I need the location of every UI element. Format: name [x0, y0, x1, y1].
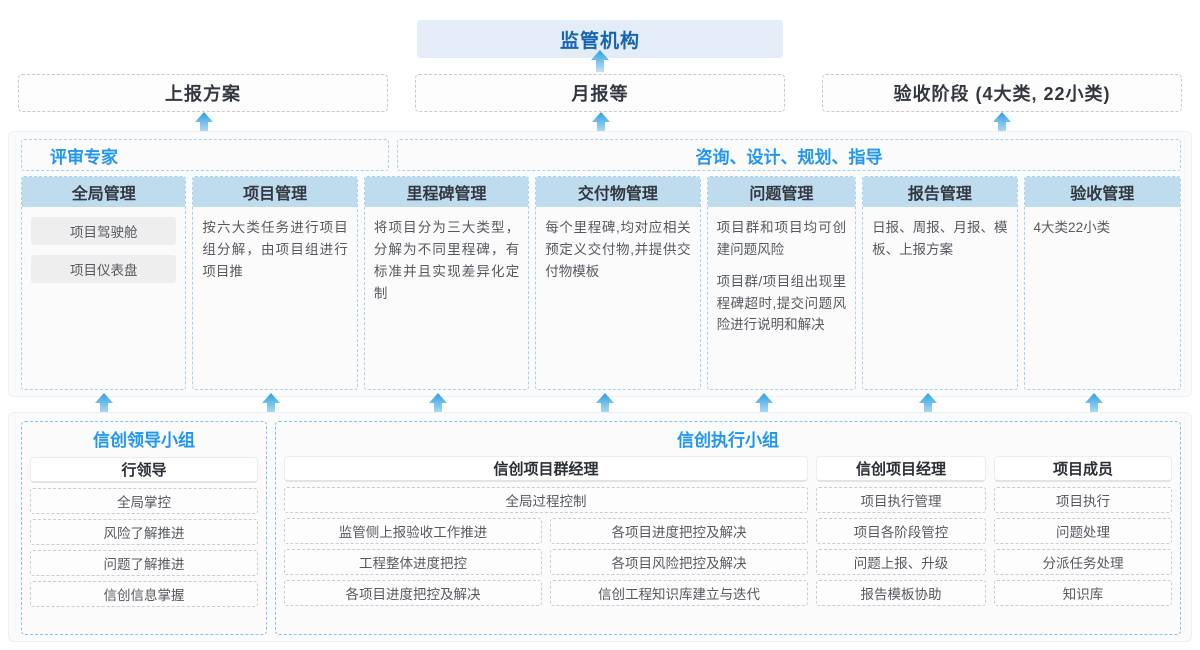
card-body: 项目驾驶舱 项目仪表盘	[22, 207, 185, 389]
list-item[interactable]: 项目执行管理	[815, 487, 987, 513]
card-body: 项目群和项目均可创建问题风险 项目群/项目组出现里程碑超时,提交问题风险进行说明…	[708, 207, 855, 389]
card-paragraph: 每个里程碑,均对应相关预定义交付物,并提供交付物模板	[545, 220, 691, 279]
card-paragraph: 将项目分为三大类型，分解为不同里程碑，有标准并且实现差异化定制	[373, 220, 520, 301]
capability-cards-row: 全局管理 项目驾驶舱 项目仪表盘 项目管理 按六大类任务进行项目组分解，由项目组…	[21, 176, 1181, 390]
card-acceptance-management[interactable]: 验收管理 4大类22小类	[1023, 176, 1181, 390]
column-header[interactable]: 项目成员	[994, 456, 1172, 482]
role-strip-consulting[interactable]: 咨询、设计、规划、指导	[397, 139, 1181, 171]
list-item[interactable]: 风险了解推进	[30, 519, 258, 545]
leader-columns: 行领导 全局掌控 风险了解推进 问题了解推进 信创信息掌握	[30, 457, 258, 607]
list-item[interactable]: 工程整体进度把控	[284, 549, 542, 575]
exec-columns: 信创项目群经理 全局过程控制 监管侧上报验收工作推进 工程整体进度把控 各项目进…	[284, 456, 1172, 606]
program-manager-grid: 监管侧上报验收工作推进 工程整体进度把控 各项目进度把控及解决 各项目进度把控及…	[284, 518, 808, 606]
report-row: 上报方案 月报等 验收阶段 (4大类, 22小类)	[0, 74, 1200, 112]
arrow-up-icon-card-6	[919, 393, 937, 415]
card-project-management[interactable]: 项目管理 按六大类任务进行项目组分解，由项目组进行项目推	[192, 176, 358, 390]
card-paragraph: 项目群/项目组出现里程碑超时,提交问题风险进行说明和解决	[716, 273, 847, 333]
program-manager-right-column: 各项目进度把控及解决 各项目风险把控及解决 信创工程知识库建立与迭代	[550, 518, 808, 606]
list-item[interactable]: 全局过程控制	[284, 487, 808, 513]
middle-panel: 评审专家 咨询、设计、规划、指导 全局管理 项目驾驶舱 项目仪表盘 项目管理 按…	[8, 131, 1192, 397]
list-item[interactable]: 问题了解推进	[30, 550, 258, 576]
card-report-management[interactable]: 报告管理 日报、周报、月报、模板、上报方案	[862, 176, 1018, 390]
card-paragraph: 4大类22小类	[1033, 220, 1111, 235]
card-header: 全局管理	[22, 177, 186, 207]
card-deliverable-management[interactable]: 交付物管理 每个里程碑,均对应相关预定义交付物,并提供交付物模板	[535, 176, 701, 390]
list-item[interactable]: 信创工程知识库建立与迭代	[550, 580, 808, 606]
arrow-up-icon-to-acceptance	[993, 112, 1011, 134]
list-item[interactable]: 报告模板协助	[815, 580, 987, 606]
leader-column: 行领导 全局掌控 风险了解推进 问题了解推进 信创信息掌握	[30, 457, 258, 607]
list-item[interactable]: 全局掌控	[30, 488, 258, 514]
list-item[interactable]: 分派任务处理	[994, 549, 1172, 575]
program-manager-block: 信创项目群经理 全局过程控制 监管侧上报验收工作推进 工程整体进度把控 各项目进…	[284, 456, 808, 606]
card-header: 里程碑管理	[364, 177, 529, 207]
column-header[interactable]: 行领导	[30, 457, 258, 483]
card-global-management[interactable]: 全局管理 项目驾驶舱 项目仪表盘	[21, 176, 187, 390]
list-item[interactable]: 问题处理	[994, 518, 1172, 544]
arrow-up-icon-card-1	[95, 393, 113, 415]
card-header: 验收管理	[1024, 177, 1180, 207]
column-header[interactable]: 信创项目群经理	[284, 456, 808, 482]
group-exec-title: 信创执行小组	[677, 431, 779, 450]
card-header: 报告管理	[863, 177, 1017, 207]
pill-item[interactable]: 项目仪表盘	[31, 255, 177, 283]
pill-item[interactable]: 项目驾驶舱	[31, 217, 177, 245]
card-body: 将项目分为三大类型，分解为不同里程碑，有标准并且实现差异化定制	[365, 207, 528, 389]
arrow-up-icon-card-7	[1085, 393, 1103, 415]
card-milestone-management[interactable]: 里程碑管理 将项目分为三大类型，分解为不同里程碑，有标准并且实现差异化定制	[363, 176, 530, 390]
list-item[interactable]: 各项目风险把控及解决	[550, 549, 808, 575]
arrow-up-icon-to-plan	[195, 112, 213, 134]
card-header: 交付物管理	[536, 177, 700, 207]
arrow-up-icon-to-monthly	[592, 112, 610, 134]
arrow-up-icon-card-4	[596, 393, 614, 415]
role-strip-reviewer-label: 评审专家	[50, 147, 118, 167]
project-member-block: 项目成员 项目执行 问题处理 分派任务处理 知识库	[994, 456, 1172, 606]
report-box-monthly[interactable]: 月报等	[415, 74, 785, 112]
card-paragraph: 日报、周报、月报、模板、上报方案	[872, 220, 1008, 257]
arrow-up-icon-card-2	[262, 393, 280, 415]
card-issue-management[interactable]: 问题管理 项目群和项目均可创建问题风险 项目群/项目组出现里程碑超时,提交问题风…	[706, 176, 857, 390]
report-box-plan[interactable]: 上报方案	[18, 74, 388, 112]
group-exec-team[interactable]: 信创执行小组 信创项目群经理 全局过程控制 监管侧上报验收工作推进 工程整体进度…	[275, 421, 1181, 635]
card-paragraph: 项目群和项目均可创建问题风险	[716, 220, 847, 257]
program-manager-left-column: 监管侧上报验收工作推进 工程整体进度把控 各项目进度把控及解决	[284, 518, 542, 606]
list-item[interactable]: 项目执行	[994, 487, 1172, 513]
list-item[interactable]: 各项目进度把控及解决	[284, 580, 542, 606]
card-body: 4大类22小类	[1025, 207, 1180, 389]
list-item[interactable]: 问题上报、升级	[815, 549, 987, 575]
list-item[interactable]: 各项目进度把控及解决	[550, 518, 808, 544]
group-leader-team[interactable]: 信创领导小组 行领导 全局掌控 风险了解推进 问题了解推进 信创信息掌握	[21, 421, 267, 635]
list-item[interactable]: 监管侧上报验收工作推进	[284, 518, 542, 544]
list-item[interactable]: 知识库	[994, 580, 1172, 606]
report-box-acceptance[interactable]: 验收阶段 (4大类, 22小类)	[822, 74, 1182, 112]
arrow-up-icon-to-regulator	[591, 50, 609, 72]
card-body: 每个里程碑,均对应相关预定义交付物,并提供交付物模板	[536, 207, 699, 389]
list-item[interactable]: 项目各阶段管控	[815, 518, 987, 544]
card-body: 按六大类任务进行项目组分解，由项目组进行项目推	[193, 207, 356, 389]
project-manager-block: 信创项目经理 项目执行管理 项目各阶段管控 问题上报、升级 报告模板协助	[815, 456, 987, 606]
column-header[interactable]: 信创项目经理	[815, 456, 987, 482]
card-header: 项目管理	[193, 177, 357, 207]
role-strip-reviewer[interactable]: 评审专家	[21, 139, 389, 171]
role-strip-consulting-label: 咨询、设计、规划、指导	[695, 147, 883, 167]
arrow-up-icon-card-5	[755, 393, 773, 415]
list-item[interactable]: 信创信息掌握	[30, 581, 258, 607]
card-header: 问题管理	[707, 177, 856, 207]
card-paragraph: 按六大类任务进行项目组分解，由项目组进行项目推	[202, 220, 348, 279]
group-leader-title: 信创领导小组	[93, 431, 195, 450]
card-body: 日报、周报、月报、模板、上报方案	[863, 207, 1016, 389]
regulator-row: 监管机构	[0, 10, 1200, 58]
bottom-panel: 信创领导小组 行领导 全局掌控 风险了解推进 问题了解推进 信创信息掌握 信创执…	[8, 412, 1192, 642]
arrow-up-icon-card-3	[429, 393, 447, 415]
